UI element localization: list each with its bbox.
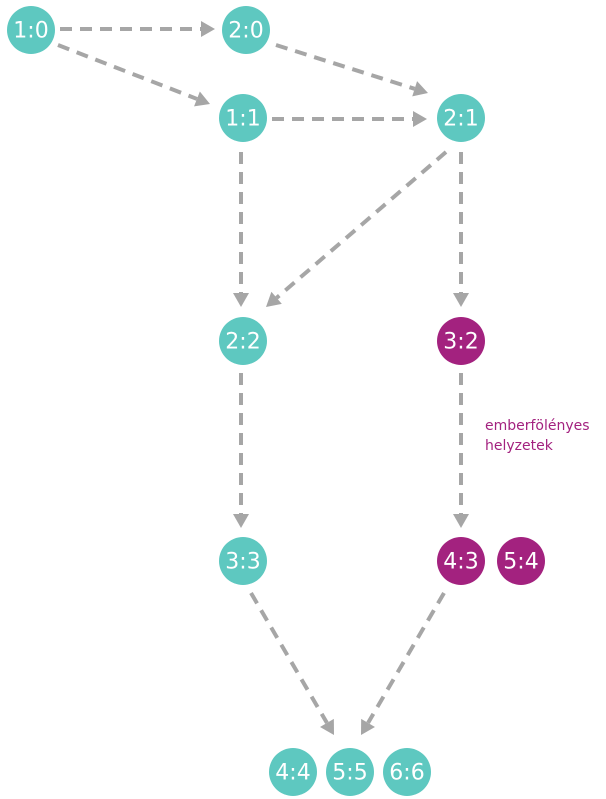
arrow-n21-n32 (453, 152, 469, 307)
node-label: 4:4 (275, 761, 310, 786)
arrow-n20-n21 (275, 43, 428, 97)
arrow-line (249, 591, 329, 724)
node-label: 3:2 (443, 330, 478, 355)
node-circle (269, 748, 317, 796)
arrow-n33-n55 (249, 591, 334, 735)
node-circle (437, 94, 485, 142)
score-node-6-6: 6:6 (383, 748, 431, 796)
score-node-3-3: 3:3 (219, 537, 267, 585)
node-circle (383, 748, 431, 796)
score-node-2-2: 2:2 (219, 317, 267, 365)
arrow-line (275, 43, 416, 91)
node-label: 4:3 (443, 550, 478, 575)
node-circle (219, 537, 267, 585)
node-circle (7, 6, 55, 54)
score-node-1-1: 1:1 (219, 94, 267, 142)
arrowhead-icon (453, 293, 469, 307)
node-label: 2:0 (228, 19, 263, 44)
node-circle (437, 317, 485, 365)
arrowhead-icon (266, 291, 282, 307)
arrow-n11-n22 (233, 152, 249, 307)
score-node-5-5: 5:5 (326, 748, 374, 796)
node-circle (219, 94, 267, 142)
node-label: 6:6 (389, 761, 424, 786)
arrow-n43-n55 (361, 591, 446, 735)
score-node-4-4: 4:4 (269, 748, 317, 796)
arrowhead-icon (412, 81, 428, 97)
node-circle (219, 317, 267, 365)
node-label: 5:5 (332, 761, 367, 786)
annotation-line-1: emberfölényes (485, 418, 590, 434)
node-label: 1:0 (13, 19, 48, 44)
arrowhead-icon (320, 718, 334, 735)
node-circle (437, 537, 485, 585)
arrow-n11-n21 (272, 111, 427, 127)
arrow-n10-n11 (57, 43, 210, 107)
arrow-line (366, 591, 446, 724)
arrow-n32-n43 (453, 373, 469, 528)
arrow-n10-n20 (60, 21, 215, 37)
arrowhead-icon (233, 514, 249, 528)
node-label: 2:2 (225, 330, 260, 355)
arrow-line (275, 150, 448, 300)
arrow-line (57, 43, 198, 101)
arrowhead-icon (194, 91, 210, 107)
arrowhead-icon (361, 718, 375, 735)
node-label: 2:1 (443, 107, 478, 132)
arrowhead-icon (453, 514, 469, 528)
annotation-line-2: helyzetek (485, 438, 553, 454)
power-play-annotation: emberfölényes helyzetek (485, 416, 590, 456)
arrow-n22-n33 (233, 373, 249, 528)
score-node-4-3: 4:3 (437, 537, 485, 585)
node-label: 3:3 (225, 550, 260, 575)
arrowhead-icon (201, 21, 215, 37)
node-label: 5:4 (503, 550, 538, 575)
arrowhead-icon (233, 293, 249, 307)
score-node-3-2: 3:2 (437, 317, 485, 365)
node-circle (497, 537, 545, 585)
nodes-layer: 1:0 2:0 1:1 2:1 2:2 3:2 3:3 4:3 5:4 4:4 5:5 6:6 (7, 6, 545, 796)
arrow-n21-n22 (266, 150, 448, 307)
edges-layer (57, 21, 469, 735)
node-circle (222, 6, 270, 54)
node-label: 1:1 (225, 107, 260, 132)
score-node-5-4: 5:4 (497, 537, 545, 585)
node-circle (326, 748, 374, 796)
score-node-2-0: 2:0 (222, 6, 270, 54)
arrowhead-icon (413, 111, 427, 127)
score-node-2-1: 2:1 (437, 94, 485, 142)
score-node-1-0: 1:0 (7, 6, 55, 54)
